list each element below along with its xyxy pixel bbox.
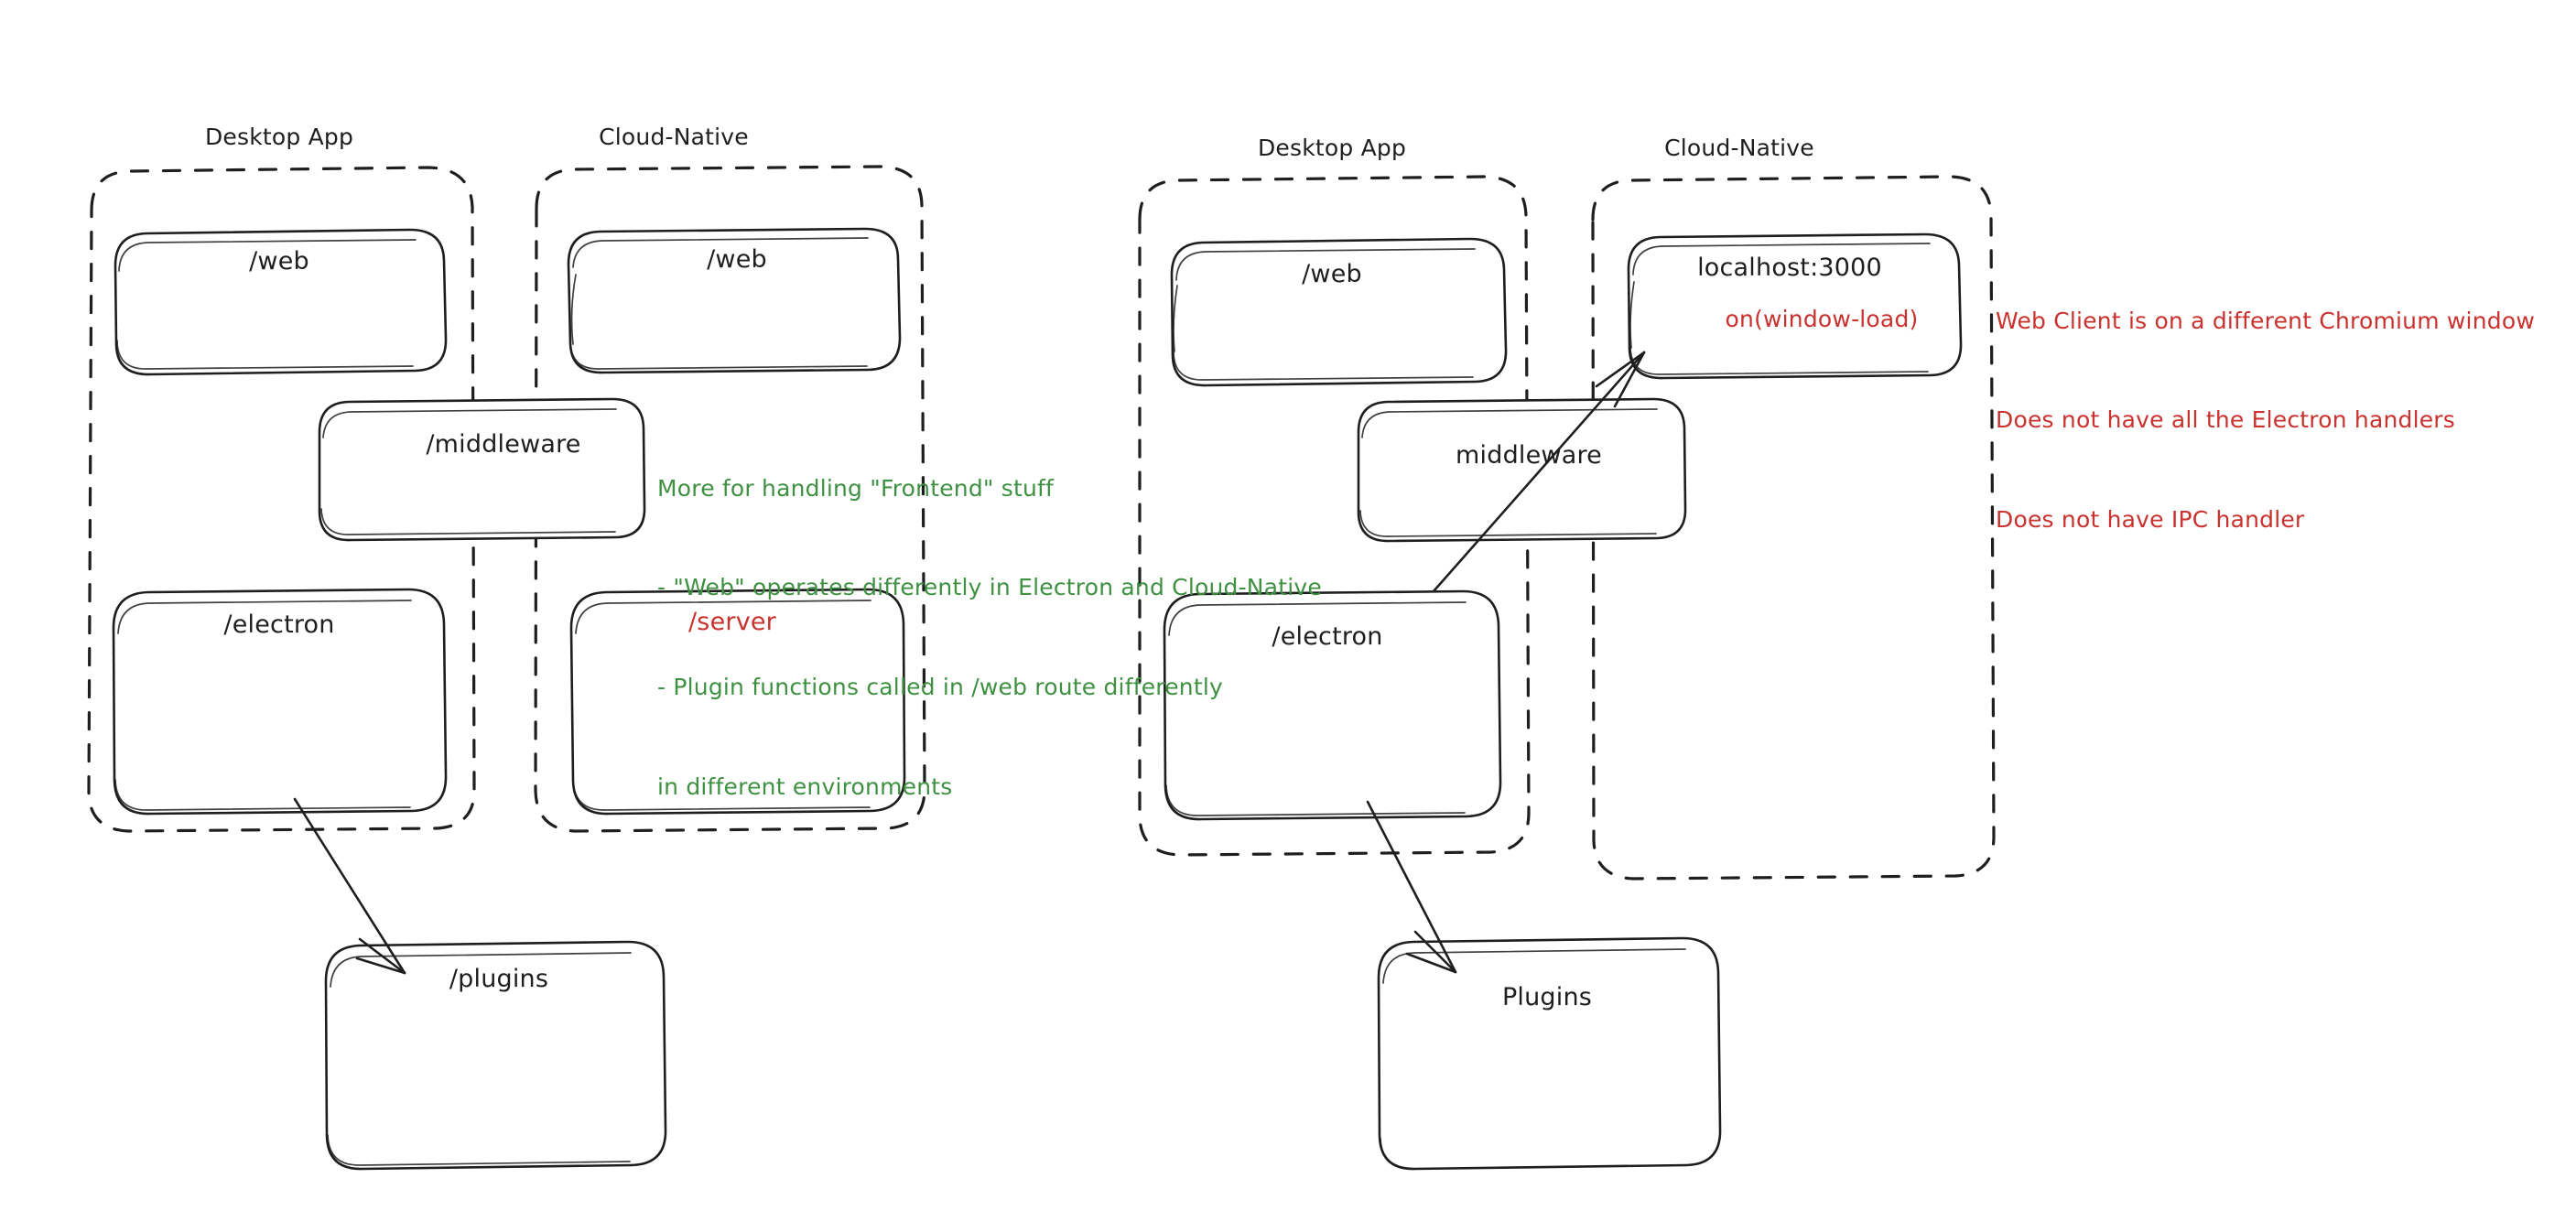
node-left-web-cloud[interactable] [567,227,902,374]
annotation-red-line-3: Does not have IPC handler [1996,506,2305,533]
annotation-red-line-2: Does not have all the Electron handlers [1996,406,2456,434]
annotation-green-line-4: in different environments [657,773,953,800]
node-label-left-plugins: /plugins [449,965,549,993]
group-boundary-right-cloud [1591,175,1996,881]
node-left-server[interactable] [569,588,906,816]
group-title-right-desktop: Desktop App [1257,135,1407,161]
node-left-web-desktop[interactable] [114,228,448,376]
annotation-red-line-1: Web Client is on a different Chromium wi… [1996,307,2535,334]
node-label-left-middleware: /middleware [426,430,581,459]
group-boundary-left-cloud [534,165,926,833]
node-label-right-middleware: middleware [1456,441,1602,470]
node-label-left-web-desktop: /web [249,247,309,276]
node-right-electron[interactable] [1163,589,1502,821]
node-label-left-electron: /electron [223,611,335,639]
node-label-right-plugins: Plugins [1501,983,1593,1011]
node-label-left-server: /server [688,608,776,636]
group-title-left-desktop: Desktop App [204,124,354,150]
group-title-left-cloud: Cloud-Native [599,124,749,150]
annotation-red-note: Web Client is on a different Chromium wi… [1996,238,2535,603]
group-boundary-left-desktop [87,166,476,833]
arrow-right-electron-to-localhost [1432,351,1646,593]
node-label-right-localhost: localhost:3000 [1697,254,1882,282]
node-right-localhost[interactable] [1627,232,1963,380]
node-left-electron[interactable] [112,588,448,816]
node-left-middleware[interactable] [318,397,646,542]
annotation-green-line-1: More for handling "Frontend" stuff [657,474,1055,502]
node-label-right-web: /web [1302,260,1362,288]
node-label-right-electron: /electron [1272,622,1383,651]
group-title-right-cloud: Cloud-Native [1664,135,1814,161]
node-label-left-web-cloud: /web [707,245,767,274]
node-right-web[interactable] [1170,237,1508,387]
arrow-left-electron-to-plugins [293,797,406,975]
arrow-right-electron-to-plugins [1366,800,1457,974]
annotation-green-line-3: - Plugin functions called in /web route … [657,674,1223,700]
node-left-plugins[interactable] [324,940,667,1171]
annotation-green-note: More for handling "Frontend" stuff - "We… [657,405,1322,870]
node-label-right-on-window-load: on(window-load) [1725,306,1919,332]
node-right-plugins[interactable] [1377,936,1722,1171]
node-right-middleware[interactable] [1357,397,1687,543]
annotation-green-line-2: - "Web" operates differently in Electron… [657,574,1322,601]
group-boundary-right-desktop [1138,175,1531,857]
